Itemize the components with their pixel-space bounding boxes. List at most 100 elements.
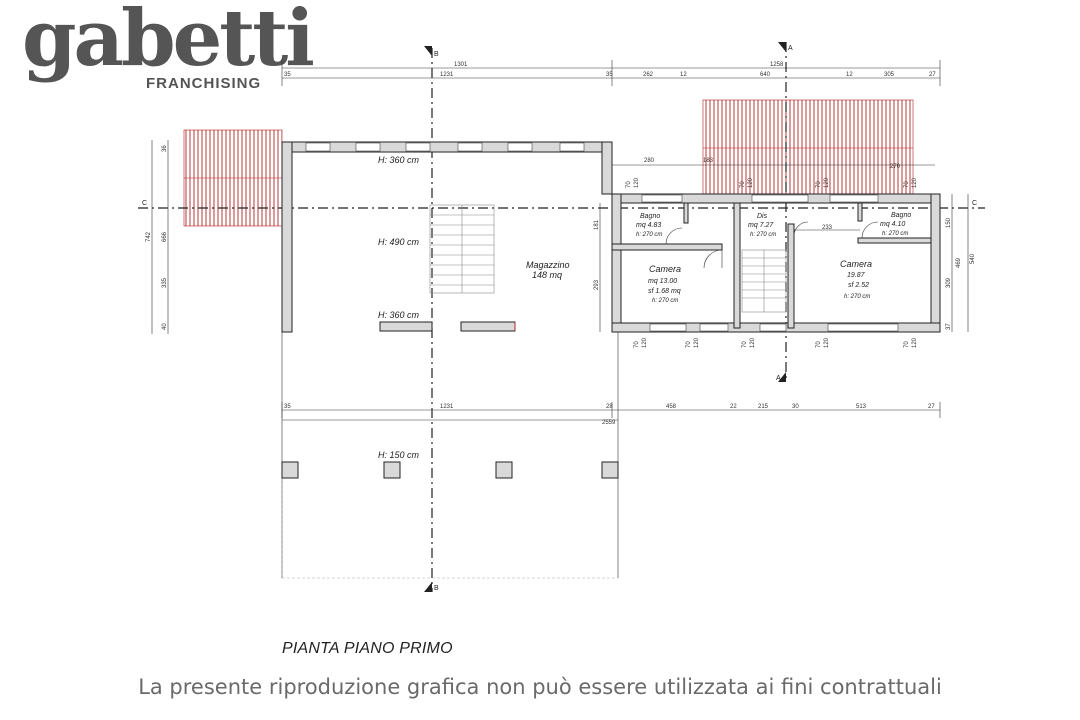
dim-183: 183	[703, 158, 714, 164]
room-bagno1-height: h: 270 cm	[636, 232, 662, 238]
section-label-c-right: C	[972, 200, 977, 207]
room-camera2-height: h: 270 cm	[844, 294, 870, 300]
dim-bottom-22: 22	[730, 404, 737, 410]
section-label-c-left: C	[142, 200, 147, 207]
plan-title: PIANTA PIANO PRIMO	[282, 640, 453, 657]
brand-subtitle: FRANCHISING	[146, 75, 262, 92]
dim-left-742: 742	[146, 231, 152, 242]
section-label-a-bottom: A	[776, 375, 781, 382]
dim-left-36: 36	[162, 145, 168, 152]
svg-text:120: 120	[634, 177, 640, 188]
dim-right-540: 540	[970, 253, 976, 264]
dim-bottom-28: 28	[606, 404, 613, 410]
room-bagno2-height: h: 270 cm	[882, 231, 908, 237]
svg-text:70: 70	[904, 341, 910, 348]
stairs-dis	[741, 249, 787, 313]
opening-dims-bottom: 70 120 70 120 70 120 70 120 70 120	[634, 337, 918, 348]
svg-text:70: 70	[686, 341, 692, 348]
dim-left-40: 40	[162, 323, 168, 330]
room-camera1-height: h: 270 cm	[652, 298, 678, 304]
svg-text:70: 70	[740, 181, 746, 188]
dim-27-top: 27	[929, 72, 936, 78]
room-camera2-sf: sf 2.52	[848, 282, 869, 289]
room-bagno2-name: Bagno	[891, 212, 911, 219]
terrace	[281, 332, 619, 579]
section-label-b-top: B	[434, 51, 439, 58]
brand-name: gabetti	[22, 0, 315, 84]
svg-text:70: 70	[626, 181, 632, 188]
dim-bottom-1231: 1231	[440, 404, 454, 410]
dim-right-37: 37	[946, 323, 952, 330]
brand-logo: gabetti FRANCHISING	[22, 0, 315, 110]
section-arrow-a-top	[778, 42, 786, 52]
dim-bottom-30: 30	[792, 404, 799, 410]
stairs-magazzino	[429, 204, 495, 294]
dim-bottom-27: 27	[928, 404, 935, 410]
svg-text:70: 70	[816, 341, 822, 348]
dim-12b: 12	[846, 72, 853, 78]
dim-305: 305	[884, 72, 895, 78]
height-label-490: H: 490 cm	[378, 237, 420, 247]
room-dis-name: Dis	[757, 213, 768, 220]
svg-text:120: 120	[912, 177, 918, 188]
room-dis-height: h: 270 cm	[750, 232, 776, 238]
section-arrow-a-bottom	[778, 372, 786, 382]
room-bagno2-area: mq 4.10	[880, 221, 905, 228]
svg-text:120: 120	[912, 337, 918, 348]
room-bagno1-name: Bagno	[640, 213, 660, 220]
opening-dims-top: 70 120 70 120 70 120 70 120	[626, 177, 918, 188]
height-label-150: H: 150 cm	[378, 450, 420, 460]
walls-magazzino	[281, 141, 613, 333]
room-camera1-sf: sf 1.68 mq	[648, 288, 681, 295]
room-camera1-name: Camera	[649, 264, 681, 274]
dim-left-335: 335	[162, 277, 168, 288]
svg-text:70: 70	[904, 181, 910, 188]
dimension-lines-top	[281, 60, 941, 231]
svg-text:70: 70	[742, 341, 748, 348]
dim-right-150: 150	[946, 217, 952, 228]
dim-bottom-35: 35	[284, 404, 291, 410]
walls-apartment	[611, 193, 941, 333]
room-camera1-area: mq 13.00	[648, 278, 677, 285]
dim-270: 270	[890, 164, 901, 170]
svg-text:70: 70	[816, 181, 822, 188]
dim-1231-top: 1231	[440, 72, 454, 78]
section-label-b-bottom: B	[434, 585, 439, 592]
dim-bottom-215: 215	[758, 404, 769, 410]
dim-right-469: 469	[956, 257, 962, 268]
svg-text:120: 120	[748, 177, 754, 188]
height-label-360-top: H: 360 cm	[378, 155, 420, 165]
section-arrow-b-top	[424, 46, 432, 56]
disclaimer-text: La presente riproduzione grafica non può…	[138, 675, 942, 699]
room-bagno1-area: mq 4.83	[636, 222, 661, 229]
room-camera2-name: Camera	[840, 259, 872, 269]
dim-280: 280	[644, 158, 655, 164]
dim-1258: 1258	[770, 62, 784, 68]
dimension-lines-right	[951, 194, 969, 332]
dim-35b: 35	[606, 72, 613, 78]
section-label-a-top: A	[788, 45, 793, 52]
svg-text:120: 120	[694, 337, 700, 348]
section-arrow-b-bottom	[424, 582, 432, 592]
svg-text:70: 70	[634, 341, 640, 348]
roof-area-right	[702, 99, 914, 196]
dimension-lines-bottom	[281, 402, 941, 418]
room-magazzino-name: Magazzino	[526, 260, 570, 270]
dim-12a: 12	[680, 72, 687, 78]
dim-640: 640	[760, 72, 771, 78]
dim-35a: 35	[284, 72, 291, 78]
dim-bottom-458: 458	[666, 404, 677, 410]
svg-text:120: 120	[750, 337, 756, 348]
room-camera2-area: 19.87	[847, 272, 866, 279]
dim-right-309: 309	[946, 277, 952, 288]
dim-bottom-2559: 2559	[602, 420, 616, 426]
svg-text:120: 120	[824, 337, 830, 348]
svg-text:120: 120	[642, 337, 648, 348]
dim-left-181: 181	[594, 219, 600, 230]
dim-bottom-513: 513	[856, 404, 867, 410]
dim-1301: 1301	[454, 62, 468, 68]
dim-233: 233	[822, 225, 833, 231]
dim-left-666: 666	[162, 231, 168, 242]
svg-text:120: 120	[824, 177, 830, 188]
